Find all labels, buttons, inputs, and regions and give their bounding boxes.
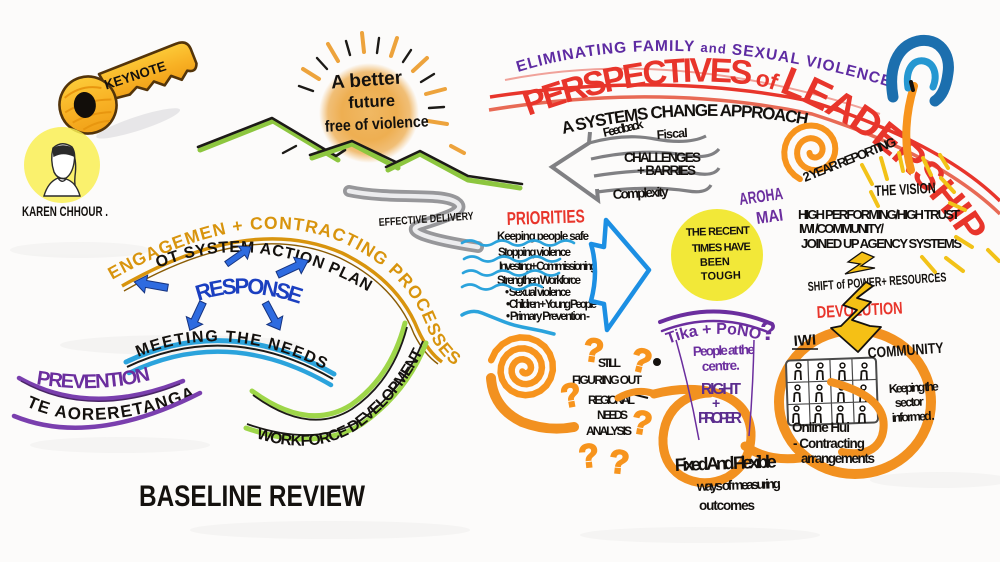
svg-text:?: ?: [760, 316, 777, 346]
svg-text:Strengthen Workforce: Strengthen Workforce: [497, 275, 581, 287]
svg-text:THE VISION: THE VISION: [874, 180, 936, 200]
svg-text:PRIORITIES: PRIORITIES: [506, 205, 585, 229]
svg-text:People at the: People at the: [693, 342, 756, 359]
svg-text:outcomes: outcomes: [699, 498, 755, 513]
svg-text:Keeping people safe: Keeping people safe: [497, 231, 589, 243]
svg-text:Online Hui: Online Hui: [792, 420, 850, 435]
svg-text:COMMUNITY: COMMUNITY: [867, 340, 944, 362]
svg-text:Stopping violence: Stopping violence: [498, 247, 571, 259]
svg-text:• Primary Prevention -: • Primary Prevention -: [506, 311, 590, 323]
svg-text:ways of measuring: ways of measuring: [696, 476, 781, 494]
svg-text:PROPER: PROPER: [698, 410, 742, 427]
svg-text:JOINED UP AGENCY SYSTEMS: JOINED UP AGENCY SYSTEMS: [801, 236, 962, 251]
svg-text:centre.: centre.: [702, 358, 741, 374]
svg-text:TIMES HAVE: TIMES HAVE: [692, 241, 751, 255]
svg-text:CHALLENGES: CHALLENGES: [624, 150, 701, 165]
svg-text:Fixed And Flexible: Fixed And Flexible: [674, 451, 777, 475]
svg-text:Fiscal: Fiscal: [656, 126, 688, 142]
svg-text:HIGH PERFORMING/HIGH TRUST: HIGH PERFORMING/HIGH TRUST: [798, 207, 960, 222]
svg-text:+: +: [712, 395, 720, 411]
svg-text:?: ?: [558, 375, 584, 415]
svg-text:NEEDS: NEEDS: [597, 408, 628, 422]
svg-text:informed .: informed .: [891, 409, 935, 425]
svg-text:free of violence: free of violence: [324, 113, 429, 135]
svg-text:arrangements: arrangements: [801, 451, 875, 466]
svg-text:A better: A better: [330, 68, 403, 94]
svg-text:?: ?: [607, 442, 631, 481]
svg-text:+ BARRIES: + BARRIES: [637, 163, 696, 178]
svg-text:BASELINE REVIEW: BASELINE REVIEW: [139, 480, 366, 513]
svg-text:ANALYSIS: ANALYSIS: [586, 424, 632, 438]
svg-text:- Contracting: - Contracting: [793, 436, 865, 451]
svg-text:TOUGH: TOUGH: [701, 270, 741, 283]
svg-text:BEEN: BEEN: [700, 256, 730, 269]
svg-text:IWI /COMMUNITY/: IWI /COMMUNITY/: [799, 221, 884, 236]
svg-text:KAREN CHHOUR .: KAREN CHHOUR .: [22, 203, 108, 219]
svg-text:FIGURING OUT: FIGURING OUT: [572, 373, 643, 387]
svg-text:Complexity: Complexity: [612, 184, 669, 202]
svg-text:IWI: IWI: [793, 331, 817, 350]
svg-text:?: ?: [577, 436, 601, 475]
svg-text:STILL: STILL: [598, 356, 621, 370]
svg-text:MAI: MAI: [755, 205, 784, 228]
svg-text:RIGHT: RIGHT: [701, 381, 742, 398]
svg-text:• Children + Young People: • Children + Young People: [506, 299, 597, 311]
svg-text:Keeping the: Keeping the: [888, 379, 939, 396]
svg-text:Investing+ Commissioning: Investing+ Commissioning: [499, 261, 597, 273]
svg-text:future: future: [348, 92, 396, 112]
svg-text:THE RECENT: THE RECENT: [686, 225, 751, 239]
svg-text:sector: sector: [894, 394, 924, 410]
